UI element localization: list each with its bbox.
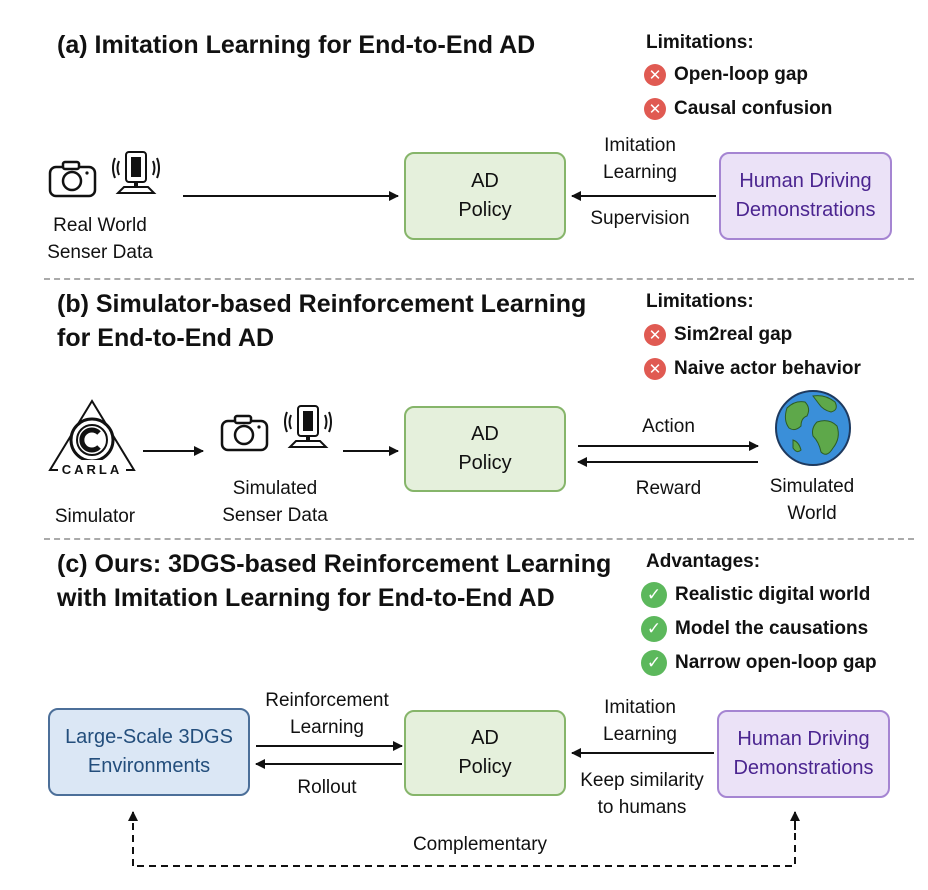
lidar-icon [284,405,332,448]
camera-icon [48,160,97,198]
limitation-label: Naive actor behavior [674,358,861,379]
advantage-item: ✓ Realistic digital world [641,582,870,608]
label-line: Simulated [232,478,318,499]
earth-globe-icon [775,390,851,466]
reward-label: Reward [635,478,702,499]
section-a-limitation-item: ✕ Open-loop gap [644,64,808,86]
complementary-dashed-loop [132,814,796,867]
section-divider [44,278,914,280]
keep-similarity-label: Keep similarity to humans [566,767,718,821]
human-line: Human Driving [737,728,870,750]
3dgs-environments-box: Large-Scale 3DGS Environments [48,708,250,796]
env-line: Environments [87,755,211,777]
limitation-label: Sim2real gap [674,324,793,345]
label-line: Learning [603,724,677,745]
complementary-label: Complementary [412,834,548,855]
human-line: Demonstrations [733,757,874,779]
title-line: (b) Simulator-based Reinforcement Learni… [57,290,587,318]
env-line: Large-Scale 3DGS [65,726,233,748]
section-b-title: (b) Simulator-based Reinforcement Learni… [57,287,586,355]
x-circle-icon: ✕ [644,324,666,346]
check-circle-icon: ✓ [641,650,667,676]
label-line: Real World [53,215,147,236]
human-line: Human Driving [739,170,872,192]
policy-line: AD [471,727,499,749]
label-line: Reinforcement [265,690,389,711]
x-circle-icon: ✕ [644,358,666,380]
title-line: for End-to-End AD [57,324,275,352]
action-label: Action [642,416,695,437]
rollout-label: Rollout [297,777,357,798]
section-a-title: (a) Imitation Learning for End-to-End AD [57,31,536,59]
camera-icon [220,414,269,452]
advantage-label: Realistic digital world [675,584,871,605]
label-line: Senser Data [47,242,153,263]
label-line: Imitation [604,697,676,718]
check-circle-icon: ✓ [641,582,667,608]
section-b-limitations-title: Limitations: [646,291,754,312]
section-b-limitation-item: ✕ Sim2real gap [644,324,792,346]
policy-line: Policy [458,199,512,221]
ad-policy-box-c: AD Policy [404,710,566,796]
reinforcement-learning-label: Reinforcement Learning [252,687,402,741]
section-a-limitation-item: ✕ Causal confusion [644,98,832,120]
carla-logo-text: CARLA [62,462,123,477]
imitation-learning-label-c: Imitation Learning [568,694,712,748]
advantages-title: Advantages: [646,551,761,572]
imitation-learning-label-a: Imitation Learning [568,132,712,186]
label-line: World [787,503,837,524]
simulated-sensor-label: Simulated Senser Data [200,475,350,529]
label-line: Imitation [604,135,676,156]
limitation-label: Open-loop gap [674,64,809,85]
policy-line: Policy [458,756,512,778]
lidar-icon [112,151,160,194]
advantage-item: ✓ Model the causations [641,616,868,642]
title-line: with Imitation Learning for End-to-End A… [57,584,555,612]
title-line: (c) Ours: 3DGS-based Reinforcement Learn… [57,550,612,578]
ad-policy-box-a: AD Policy [404,152,566,240]
policy-line: Policy [458,452,512,474]
section-a-limitations-title: Limitations: [646,32,754,53]
policy-line: AD [471,170,499,192]
label-line: Learning [290,717,364,738]
simulated-world-label: Simulated World [742,473,882,527]
supervision-label: Supervision [590,208,690,229]
real-world-sensor-label: Real World Senser Data [30,212,170,266]
advantage-item: ✓ Narrow open-loop gap [641,650,877,676]
simulator-label: Simulator [54,506,136,527]
human-line: Demonstrations [735,199,876,221]
section-b-limitation-item: ✕ Naive actor behavior [644,358,861,380]
section-c-title: (c) Ours: 3DGS-based Reinforcement Learn… [57,547,611,615]
advantage-label: Narrow open-loop gap [675,652,877,673]
check-circle-icon: ✓ [641,616,667,642]
label-line: Senser Data [222,505,328,526]
advantage-label: Model the causations [675,618,869,639]
ad-policy-box-b: AD Policy [404,406,566,492]
label-line: to humans [597,797,687,818]
limitation-label: Causal confusion [674,98,833,119]
x-circle-icon: ✕ [644,64,666,86]
label-line: Keep similarity [580,770,704,791]
section-divider [44,538,914,540]
x-circle-icon: ✕ [644,98,666,120]
carla-logo-icon: CARLA [48,399,136,477]
label-line: Learning [603,162,677,183]
label-line: Simulated [769,476,855,497]
policy-line: AD [471,423,499,445]
